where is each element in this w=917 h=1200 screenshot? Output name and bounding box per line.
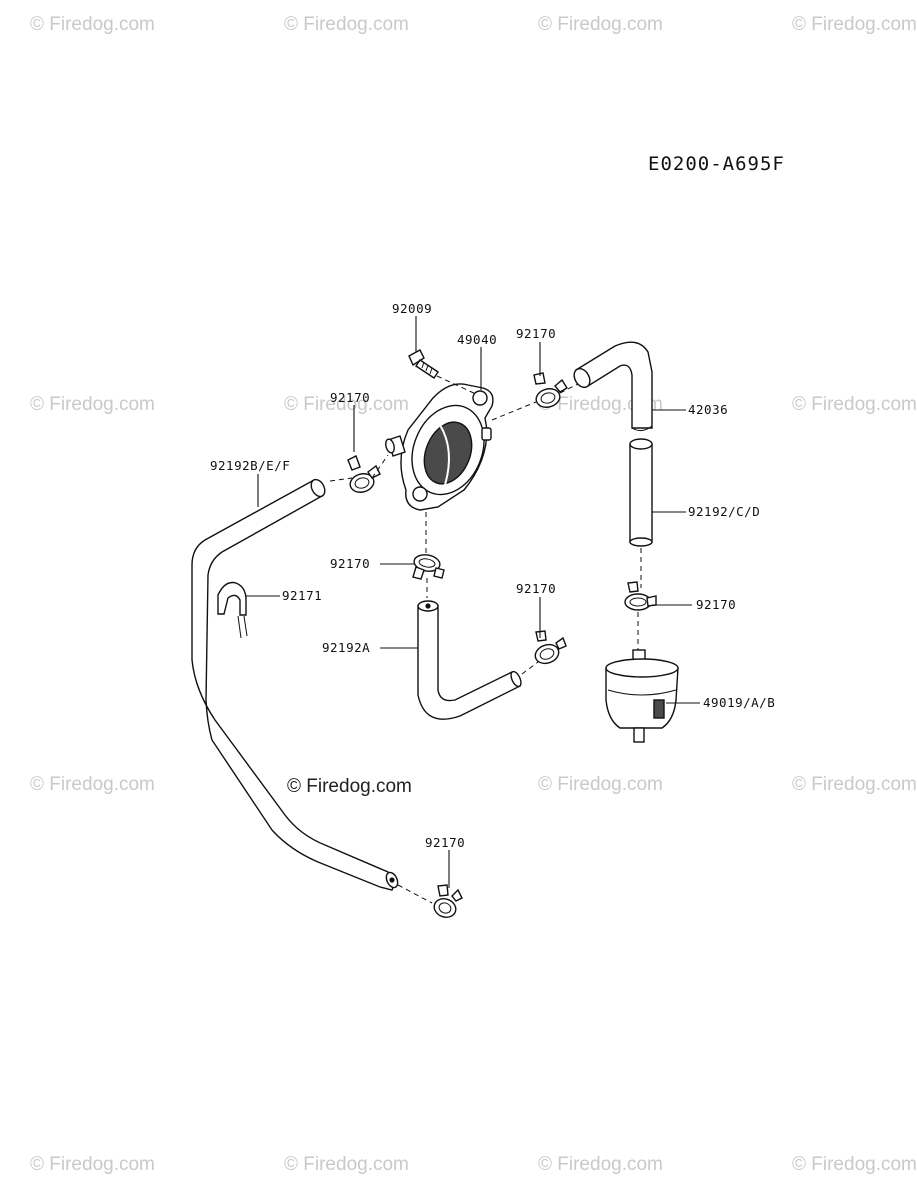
watermark: © Firedog.com [30,14,155,35]
callout-hose-right: 92192/C/D [688,504,760,519]
hose-upper-right [573,341,653,432]
leader-dash [491,401,537,421]
callout-clamp-bottom: 92170 [425,835,465,850]
callout-hose-upper-right: 42036 [688,402,728,417]
watermark: © Firedog.com [792,394,917,415]
callout-bolt: 92009 [392,301,432,316]
watermark: © Firedog.com [284,394,409,415]
watermark: © Firedog.com [538,774,663,795]
fuel-filter [605,649,679,743]
clamp-bottom [433,884,463,918]
watermark: © Firedog.com [538,14,663,35]
fuel-pump [385,383,494,511]
callout-hose-a: 92192A [322,640,370,655]
callout-clamp-pump-outlet: 92170 [516,326,556,341]
hose-main-left [191,478,399,891]
clamp-pump-inlet [347,455,381,493]
watermark: © Firedog.com [284,1154,409,1175]
callout-fuel-pump: 49040 [457,332,497,347]
callout-clamp-right-lower: 92170 [696,597,736,612]
callout-clamp-pump-inlet: 92170 [330,390,370,405]
watermark: © Firedog.com [792,14,917,35]
watermark: © Firedog.com [30,394,155,415]
clamp-pump-outlet [533,372,568,408]
bolt [408,349,479,396]
watermark: © Firedog.com [538,1154,663,1175]
callout-hose-main-left: 92192B/E/F [210,458,290,473]
leader-dash [371,454,389,479]
diagram-code: E0200-A695F [648,153,785,175]
leader-dash [329,477,353,482]
leader-dash [521,661,539,675]
clamp-mid [534,630,567,665]
watermark: © Firedog.com [30,774,155,795]
leader-dash [397,884,433,904]
watermark: © Firedog.com [792,1154,917,1175]
hose-a [417,600,522,720]
callout-fuel-filter: 49019/A/B [703,695,775,710]
callout-clamp-mid: 92170 [516,581,556,596]
clamp-right-lower [624,581,657,611]
callout-clip: 92171 [282,588,322,603]
hose-clip [217,581,248,639]
hose-right [629,438,653,547]
callout-clamp-bottom-pump: 92170 [330,556,370,571]
watermark-dark: © Firedog.com [287,776,412,797]
watermark: © Firedog.com [792,774,917,795]
watermark: © Firedog.com [284,14,409,35]
watermark: © Firedog.com [30,1154,155,1175]
leader-dash [559,383,579,394]
clamp-bottom-pump [412,554,445,580]
